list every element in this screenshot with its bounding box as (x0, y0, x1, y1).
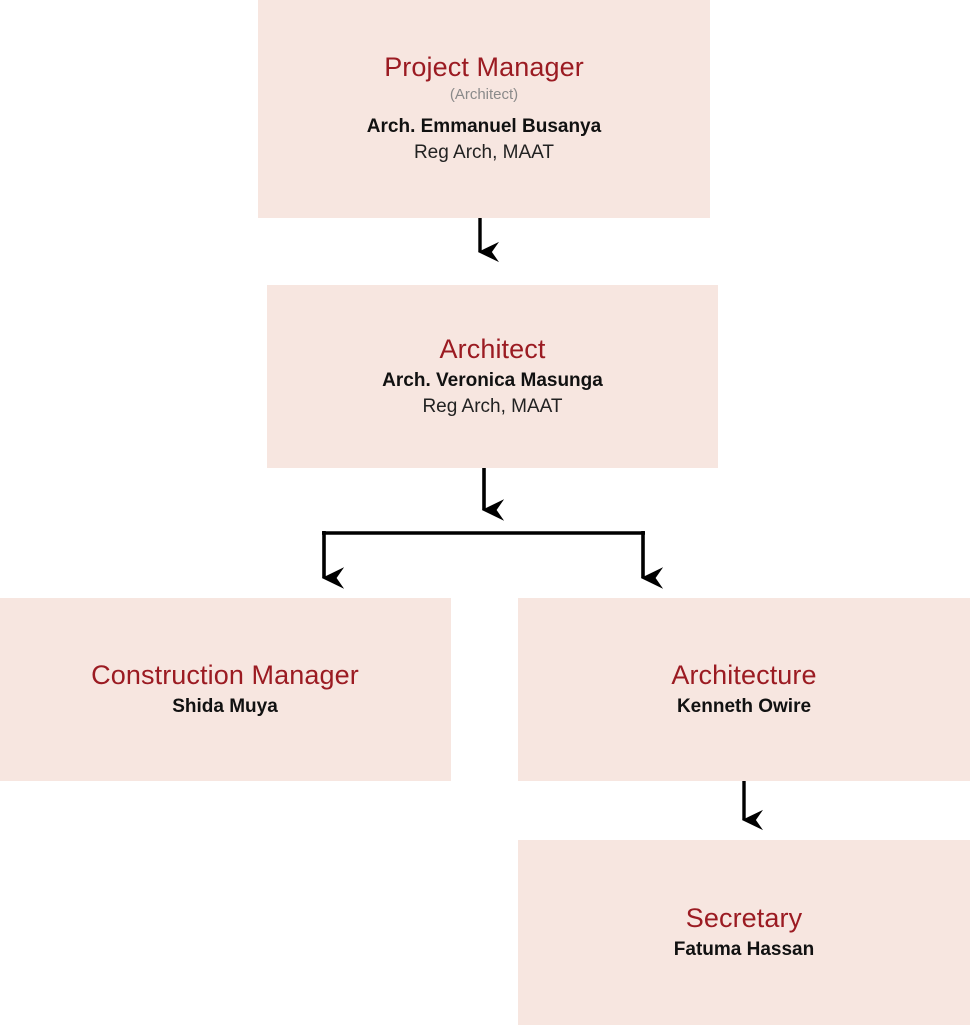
node-title: Secretary (685, 903, 803, 934)
node-title: Construction Manager (91, 660, 359, 691)
node-title: Architect (439, 334, 546, 365)
node-person-name: Shida Muya (172, 696, 278, 718)
node-title: Architecture (671, 660, 817, 691)
node-architect[interactable]: Architect Arch. Veronica Masunga Reg Arc… (267, 285, 718, 468)
node-title: Project Manager (384, 52, 584, 83)
node-credential: Reg Arch, MAAT (413, 141, 555, 163)
node-person-name: Kenneth Owire (676, 696, 812, 718)
node-architecture[interactable]: Architecture Kenneth Owire (518, 598, 970, 781)
node-person-name: Arch. Emmanuel Busanya (366, 115, 602, 137)
node-credential: Reg Arch, MAAT (422, 396, 563, 418)
node-subtitle: (Architect) (449, 86, 519, 104)
node-secretary[interactable]: Secretary Fatuma Hassan (518, 840, 970, 1025)
node-construction-manager[interactable]: Construction Manager Shida Muya (0, 598, 451, 781)
node-project-manager[interactable]: Project Manager (Architect) Arch. Emmanu… (258, 0, 710, 218)
node-person-name: Fatuma Hassan (673, 939, 815, 961)
node-person-name: Arch. Veronica Masunga (382, 370, 603, 392)
